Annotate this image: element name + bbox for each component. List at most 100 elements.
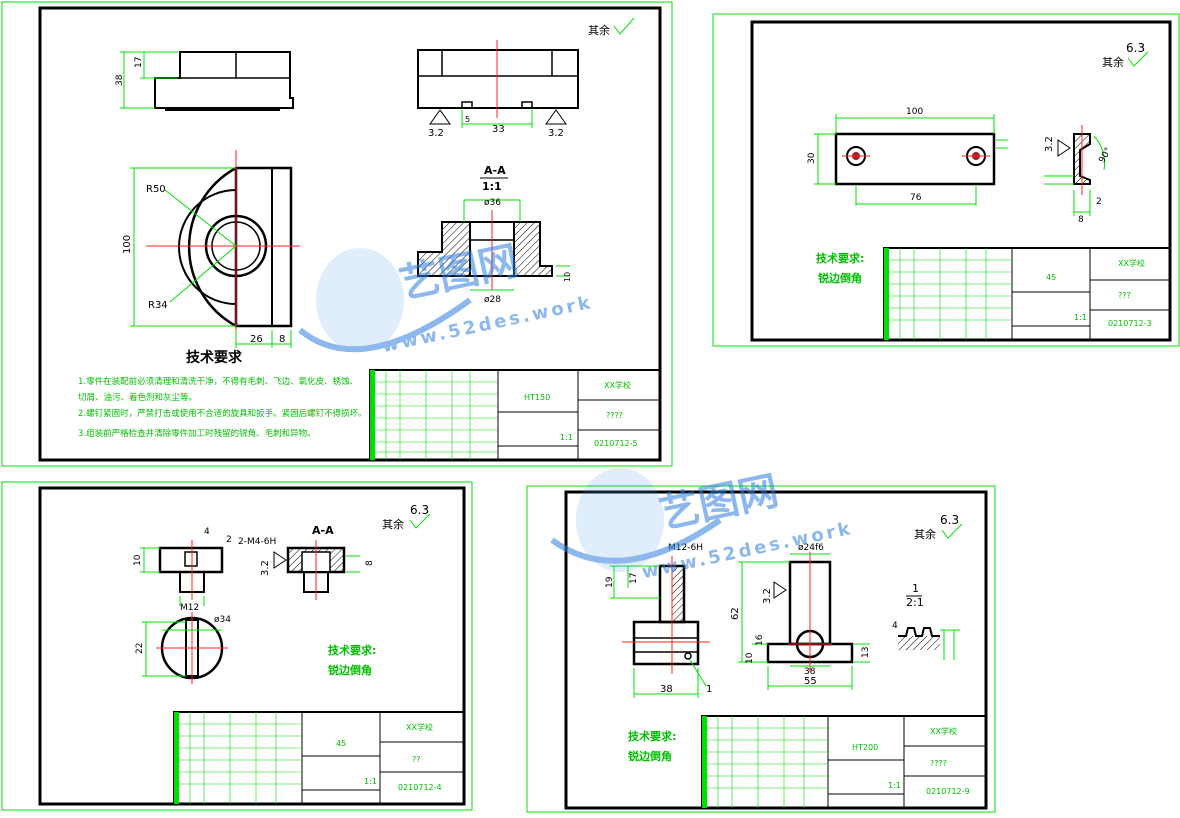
tb4-school: XX学校 bbox=[930, 726, 957, 736]
section-label-3: A-A bbox=[312, 524, 334, 537]
tb4-code: 0210712-9 bbox=[926, 787, 970, 796]
roughness-note: 其余 bbox=[588, 23, 610, 37]
dim-phi28: ø28 bbox=[484, 295, 501, 305]
dim-phi34: ø34 bbox=[214, 615, 231, 625]
tb4-material: HT200 bbox=[852, 743, 878, 752]
stud-side-view: ø24f6 3.2 62 10 16 38 55 13 bbox=[730, 543, 871, 690]
ref-1-s4: 1 bbox=[706, 684, 712, 695]
roughness-note-3: 其余 bbox=[382, 517, 404, 531]
tech-line-s3: 锐边倒角 bbox=[328, 663, 372, 677]
stud-front-view: M12-6H 19 17 38 1 bbox=[605, 543, 712, 698]
roughness-value-2: 6.3 bbox=[1126, 41, 1145, 55]
dim-19-s4: 19 bbox=[605, 576, 615, 588]
roughness-value-4: 6.3 bbox=[940, 513, 959, 527]
tech-title-s3: 技术要求: bbox=[328, 643, 376, 657]
dim-4-s3: 4 bbox=[204, 527, 210, 537]
dim-2-s2: 2 bbox=[1096, 197, 1102, 207]
dim-10-s4: 10 bbox=[745, 652, 755, 664]
watermark-2: 艺图网 www.52des.work bbox=[550, 468, 855, 583]
tb3-material: 45 bbox=[336, 739, 346, 748]
dim-4-s4: 4 bbox=[892, 621, 898, 631]
section-view: A-A 1:1 ø36 ø28 10 bbox=[417, 164, 572, 305]
dim-55-s4: 55 bbox=[804, 676, 817, 687]
dim-26: 26 bbox=[250, 334, 263, 345]
tb2-material: 45 bbox=[1046, 273, 1056, 282]
title-block-4: HT200 XX学校 ???? 1:1 0210712-9 bbox=[701, 715, 987, 809]
sheet-1: 其余 38 17 33 5 bbox=[1, 1, 673, 467]
dim-33: 33 bbox=[492, 124, 505, 135]
tb-scale: 1:1 bbox=[560, 433, 573, 442]
ra-right: 3.2 bbox=[548, 128, 564, 139]
tech-line-4: 3.组装前严格检查并清除零件加工时残留的锐角、毛刺和异物。 bbox=[78, 428, 316, 439]
nut-front-view: M12 4 2 10 bbox=[133, 527, 232, 613]
tb-material: HT150 bbox=[524, 393, 550, 402]
dim-8-s2: 8 bbox=[1078, 215, 1084, 225]
sheet-2: 其余 6.3 100 30 76 bbox=[712, 13, 1180, 347]
dim-2-s3: 2 bbox=[226, 535, 232, 545]
plate-side-view: 90° 3.2 8 2 bbox=[1044, 125, 1114, 225]
plate-front-view: 100 30 76 bbox=[807, 107, 1008, 206]
watermark-brand-2: 艺图网 bbox=[655, 468, 782, 538]
dim-16-s4: 16 bbox=[755, 634, 765, 646]
title-block: HT150 XX学校 ???? 1:1 0210712-5 bbox=[369, 369, 661, 461]
dim-100-s2: 100 bbox=[906, 107, 923, 117]
tb3-scale: 1:1 bbox=[364, 777, 377, 786]
tech-line-s4: 锐边倒角 bbox=[628, 749, 672, 763]
tech-line-1: 1.零件在装配前必须清理和清洗干净，不得有毛刺、飞边、氧化皮、锈蚀、 bbox=[78, 376, 358, 387]
dim-phi36: ø36 bbox=[484, 198, 501, 208]
tech-line-2: 切屑、油污、着色剂和灰尘等。 bbox=[78, 392, 197, 403]
nut-section-view: A-A 2-M4-6H 3.2 8 bbox=[238, 524, 375, 600]
tech-requirements: 技术要求 1.零件在装配前必须清理和清洗干净，不得有毛刺、飞边、氧化皮、锈蚀、 … bbox=[78, 349, 367, 439]
tb2-code: 0210712-3 bbox=[1108, 319, 1152, 328]
sheet-3: 其余 6.3 M12 4 2 10 A-A 2-M4-6H 3.2 bbox=[1, 481, 473, 811]
tb-school: XX学校 bbox=[604, 380, 631, 390]
dim-38b-s4: 38 bbox=[804, 667, 816, 677]
dim-r34: R34 bbox=[148, 300, 168, 311]
tech-title-s4: 技术要求: bbox=[628, 729, 676, 743]
roughness-note-4: 其余 bbox=[914, 527, 936, 541]
dim-17-s4: 17 bbox=[629, 573, 639, 584]
section-scale: 1:1 bbox=[482, 180, 502, 193]
watermark-1: 艺图网 www.52des.work bbox=[298, 238, 595, 357]
title-block-3: 45 XX学校 ?? 1:1 0210712-4 bbox=[173, 711, 465, 805]
dim-r50: R50 bbox=[146, 184, 166, 195]
dim-10: 10 bbox=[563, 272, 572, 282]
dim-13-s4: 13 bbox=[861, 647, 871, 658]
roughness-symbol bbox=[613, 17, 635, 35]
tech-title-s2: 技术要求: bbox=[816, 251, 864, 265]
dim-100: 100 bbox=[122, 235, 133, 254]
ra-s4: 3.2 bbox=[762, 588, 773, 604]
dim-5: 5 bbox=[465, 115, 470, 124]
dim-8: 8 bbox=[279, 334, 285, 345]
tb-code: 0210712-5 bbox=[594, 439, 638, 448]
watermark-brand-1: 艺图网 bbox=[395, 238, 522, 308]
dim-30-s2: 30 bbox=[807, 152, 817, 164]
side-view: 33 5 3.2 3.2 bbox=[417, 40, 579, 139]
tb4-name: ???? bbox=[930, 759, 947, 768]
tb3-code: 0210712-4 bbox=[398, 783, 442, 792]
roughness-value-3: 6.3 bbox=[410, 503, 429, 517]
top-view: R50 100 R34 26 8 bbox=[122, 150, 300, 348]
dim-thread-s3: 2-M4-6H bbox=[238, 537, 276, 547]
dim-m12: M12 bbox=[180, 603, 199, 613]
dim-38a-s4: 38 bbox=[660, 684, 673, 695]
tb4-scale: 1:1 bbox=[888, 781, 901, 790]
detail-view: 1 2:1 4 bbox=[892, 582, 960, 660]
dim-76-s2: 76 bbox=[910, 193, 922, 203]
tb3-name: ?? bbox=[412, 755, 421, 764]
front-view: 38 17 bbox=[115, 51, 294, 111]
dim-8-s3: 8 bbox=[365, 560, 375, 566]
detail-scale: 2:1 bbox=[906, 596, 924, 609]
tb3-school: XX学校 bbox=[406, 722, 433, 732]
title-block-2: 45 XX学校 ??? 1:1 0210712-3 bbox=[883, 247, 1171, 341]
dim-62-s4: 62 bbox=[730, 607, 741, 620]
tb2-scale: 1:1 bbox=[1074, 313, 1087, 322]
section-label: A-A bbox=[484, 164, 506, 177]
tb2-name: ??? bbox=[1118, 291, 1131, 300]
dim-38: 38 bbox=[115, 74, 125, 86]
ra-s2: 3.2 bbox=[1044, 136, 1055, 152]
ra-left: 3.2 bbox=[428, 128, 444, 139]
dim-thread-s4: M12-6H bbox=[668, 543, 703, 553]
sheet-4: 其余 6.3 M12-6H 19 17 38 1 bbox=[526, 485, 996, 813]
dim-phi24: ø24f6 bbox=[798, 543, 824, 553]
